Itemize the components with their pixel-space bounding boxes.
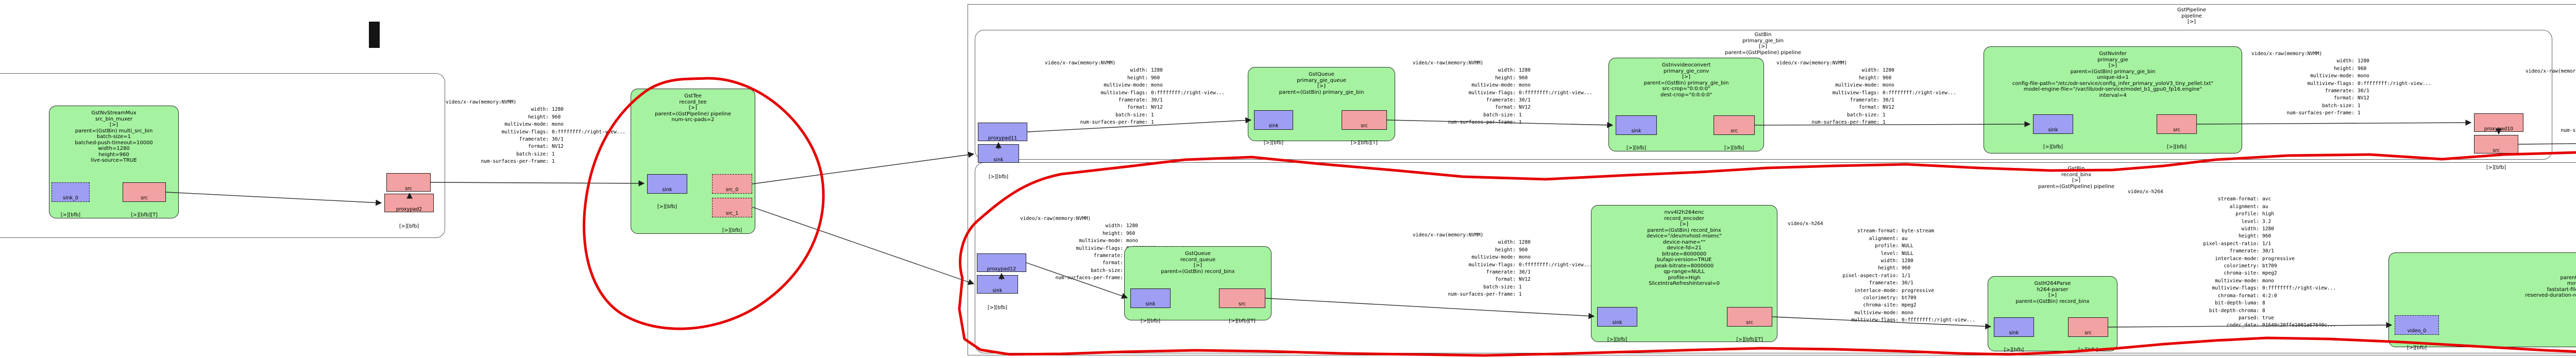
pad-label: src [2493, 148, 2500, 154]
pad-msb-proxypad2: proxypad2 [>][bfb] [384, 194, 434, 229]
pad-label: sink [992, 288, 1003, 294]
pad-label: src [1746, 320, 1753, 326]
pad-flags: [>][bfb] [1626, 145, 1647, 151]
pad-gie-infer-src: src [>][bfb] [2157, 114, 2197, 150]
pad-gie-queue-sink: sink [>][bfb] [1254, 110, 1293, 146]
pad-label: src [2173, 127, 2180, 133]
pad-label: src [2084, 330, 2092, 336]
pad-label: src [1239, 301, 1246, 307]
pad-label: video_0 [2407, 328, 2427, 334]
pad-label: src [141, 195, 148, 201]
pad-flags: [>][bfb] [2043, 144, 2063, 150]
pad-label: sink_0 [63, 195, 78, 201]
pad-gie-ghost-src: src [>][bfb] [2474, 135, 2518, 171]
node-record-muxer-text: GstQTMuxrecord_muxer[>]parent=(GstBin) r… [2525, 275, 2576, 299]
pad-flags: [>][bfb] [60, 212, 81, 218]
pad-label: sink [1612, 320, 1622, 326]
pad-rec-queue-src: src [>][bfb][T] [1219, 288, 1265, 324]
pad-tee-sink: sink [>][bfb] [647, 174, 687, 210]
pad-rec-proxypad12: proxypad12 [>][bfb] [977, 253, 1026, 289]
pad-label: sink [1631, 128, 1641, 134]
pad-rec-queue-sink: sink [>][bfb] [1130, 288, 1171, 324]
pad-parser-src: src [>][bfb] [2068, 317, 2108, 353]
pad-flags: [>][bfb] [2166, 144, 2187, 150]
pad-flags: [>][bfb] [987, 305, 1008, 311]
pad-streammux-sink0: sink_0 [>][bfb] [52, 182, 90, 218]
pad-tee-src0: src_0 [>][bfb] [712, 174, 752, 210]
pad-label: src [1731, 128, 1738, 134]
pad-label: src [1361, 123, 1368, 129]
pad-label: sink [1145, 301, 1156, 307]
pad-flags: [>][bfb][T] [1736, 337, 1763, 343]
pad-gie-infer-sink: sink [>][bfb] [2033, 114, 2073, 150]
pad-rec-encoder-sink: sink [>][bfb] [1597, 307, 1637, 343]
pad-streammux-src: src [>][bfb][T] [123, 182, 166, 218]
ink-mark [369, 22, 380, 48]
pad-gie-proxypad10: proxypad10 [>][bfb] [2474, 113, 2523, 149]
pad-gie-conv-sink: sink [>][bfb] [1616, 115, 1657, 151]
pad-flags: [>][bfb] [1607, 337, 1628, 343]
pad-flags: [>][bfb] [2406, 345, 2427, 351]
pad-label: src [405, 186, 412, 192]
pad-gie-queue-src: src [>][bfb][T] [1342, 110, 1387, 146]
pad-flags: [>][bfb][T] [131, 212, 158, 218]
pad-tee-src1: src_1 [>][bfb] [712, 198, 752, 233]
pad-gie-proxypad11: proxypad11 [>][bfb] [978, 123, 1027, 158]
pad-flags: [>][bfb] [1263, 140, 1284, 146]
pad-label: proxypad10 [2484, 126, 2514, 132]
pad-flags: [>][bfb] [2078, 347, 2098, 353]
pad-label: src_1 [725, 211, 739, 216]
pad-flags: [>][bfb] [722, 228, 742, 233]
pad-label: sink [993, 157, 1004, 163]
pad-label: proxypad11 [988, 135, 1018, 141]
pad-flags: [>][bfb] [2004, 347, 2024, 353]
pad-msb-ghost-src: src [>][bfb] [386, 173, 431, 209]
pad-flags: [>][bfb][T] [1351, 140, 1378, 146]
pad-label: sink [1268, 123, 1279, 129]
pad-flags: [>][bfb] [399, 224, 419, 229]
pad-parser-sink: sink [>][bfb] [1994, 317, 2034, 353]
pad-label: proxypad12 [987, 266, 1016, 272]
pad-flags: [>][bfb] [1724, 145, 1744, 151]
pad-label: src_0 [725, 187, 739, 193]
pad-rec-ghost-sink: sink [>][bfb] [977, 275, 1018, 311]
pad-gie-conv-src: src [>][bfb] [1714, 115, 1755, 151]
pad-flags: [>][bfb] [1140, 318, 1161, 324]
pad-muxer-video0: video_0 [>][bfb] [2395, 315, 2439, 351]
pad-flags: [>][bfb] [2486, 165, 2506, 171]
pad-flags: [>][bfb] [988, 174, 1009, 180]
pad-flags: [>][bfb][T] [1229, 318, 1256, 324]
pad-label: sink [2009, 330, 2019, 336]
pad-label: sink [2048, 127, 2058, 133]
pad-label: proxypad2 [396, 207, 422, 212]
pad-rec-encoder-src: src [>][bfb][T] [1727, 307, 1772, 343]
pad-gie-ghost-sink: sink [>][bfb] [978, 144, 1019, 180]
pad-flags: [>][bfb] [657, 204, 677, 210]
pad-label: sink [662, 187, 672, 193]
caps-gie-to-tracking: video/x-raw(memory:NVMM)width:1280height… [2526, 69, 2576, 134]
